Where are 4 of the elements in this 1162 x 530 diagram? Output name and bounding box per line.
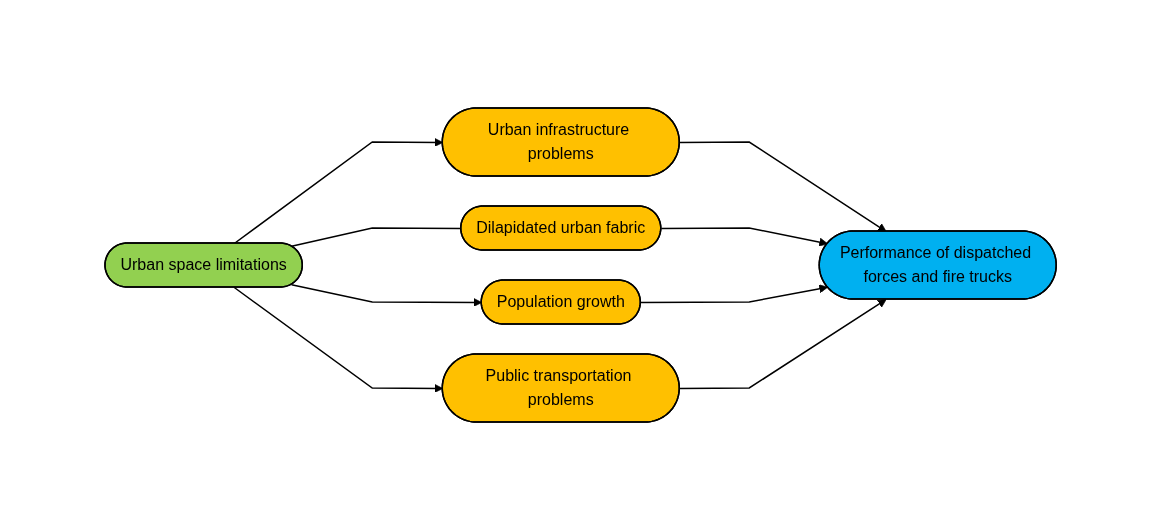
arrow — [640, 284, 829, 304]
arrow — [679, 141, 887, 232]
arrow — [679, 299, 887, 390]
arrow — [291, 283, 483, 307]
